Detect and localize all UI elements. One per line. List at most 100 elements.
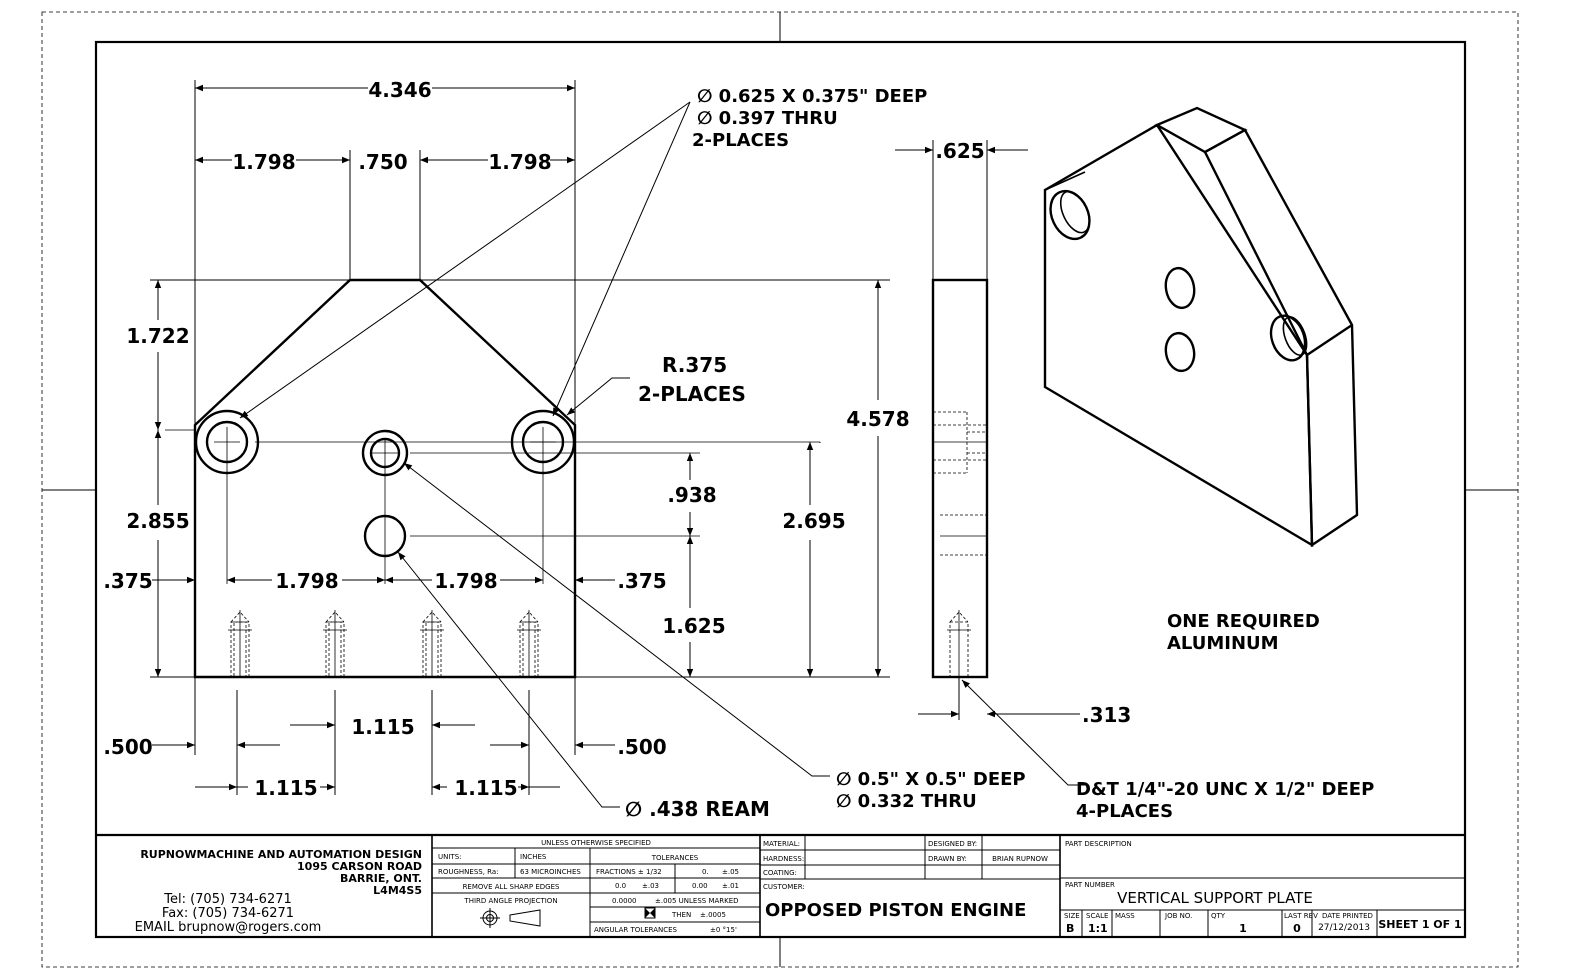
tol-000-val: ±.01 <box>722 882 739 890</box>
dim-tap-spacing-right: 1.115 <box>454 776 517 800</box>
note-tap-1: D&T 1/4"-20 UNC X 1/2" DEEP <box>1076 779 1374 800</box>
company-postal: L4M4S5 <box>373 884 422 897</box>
dim-vertical-gap: .938 <box>667 483 716 507</box>
company-address1: 1095 CARSON ROAD <box>297 860 422 873</box>
tol-0000-val: ±.005 UNLESS MARKED <box>655 897 739 905</box>
note-one-required: ONE REQUIRED <box>1167 611 1320 632</box>
extension-lines <box>150 80 890 795</box>
spec-roughness-label: ROUGHNESS, Ra: <box>438 868 499 876</box>
tol-0000: 0.0000 <box>612 897 637 905</box>
dim-chamfer-height: 1.722 <box>126 324 189 348</box>
tol-0: 0. <box>702 868 709 876</box>
customer-label: CUSTOMER: <box>763 883 805 891</box>
coating-label: COATING: <box>763 869 797 877</box>
tol-angular: ANGULAR TOLERANCES <box>594 926 678 934</box>
dim-overall-width: 4.346 <box>368 78 431 102</box>
iso-hole-2 <box>1164 266 1196 310</box>
company-tel: Tel: (705) 734-6271 <box>163 892 292 907</box>
hardness-label: HARDNESS: <box>763 855 804 863</box>
note-corner-holes-2: ∅ 0.397 THRU <box>697 108 838 129</box>
spec-units-value: INCHES <box>520 853 547 861</box>
note-radius-2: 2-PLACES <box>638 382 746 406</box>
note-corner-holes-3: 2-PLACES <box>692 130 789 151</box>
dimension-texts: 4.346 1.798 .750 1.798 1.722 4.578 2.855… <box>103 78 909 800</box>
dim-hole-height-left: 2.855 <box>126 509 189 533</box>
designed-by-label: DESIGNED BY: <box>928 840 977 848</box>
size-value: B <box>1066 922 1074 935</box>
projection-symbol-icon <box>480 908 541 928</box>
dim-edge-right: .375 <box>617 569 666 593</box>
general-note: ONE REQUIRED ALUMINUM <box>1167 611 1320 654</box>
front-view: 4.346 1.798 .750 1.798 1.722 4.578 2.855… <box>103 78 1025 821</box>
note-center-hole-2: ∅ 0.332 THRU <box>836 791 977 812</box>
drawing-frame <box>94 40 1467 939</box>
title-block: RUPNOWMACHINE AND AUTOMATION DESIGN 1095… <box>96 833 1465 937</box>
dim-tap-edge-right: .500 <box>617 735 666 759</box>
tol-000: 0.00 <box>692 882 708 890</box>
customer-value: OPPOSED PISTON ENGINE <box>765 900 1026 921</box>
dim-lower-hole-height: 1.625 <box>662 614 725 638</box>
dim-right-top: 1.798 <box>488 150 551 174</box>
dim-center-spacing-right: 1.798 <box>434 569 497 593</box>
note-tap-2: 4-PLACES <box>1076 801 1173 822</box>
date-label: DATE PRINTED <box>1322 912 1373 920</box>
note-center-hole-1: ∅ 0.5" X 0.5" DEEP <box>836 769 1026 790</box>
tol-0-val: ±.05 <box>722 868 739 876</box>
qty-value: 1 <box>1239 922 1247 935</box>
iso-hole-4 <box>1269 314 1307 362</box>
rev-label: LAST REV <box>1284 912 1318 920</box>
tol-angular-val: ±0 °15' <box>710 926 737 934</box>
spec-remove-edges: REMOVE ALL SHARP EDGES <box>463 883 560 891</box>
dim-tap-offset: .313 <box>1082 703 1131 727</box>
part-number-label: PART NUMBER <box>1065 881 1115 889</box>
dim-left-top: 1.798 <box>232 150 295 174</box>
scale-value: 1:1 <box>1088 922 1108 935</box>
front-view-notes: ∅ 0.625 X 0.375" DEEP ∅ 0.397 THRU 2-PLA… <box>625 86 1026 821</box>
company-email: EMAIL brupnow@rogers.com <box>135 920 322 935</box>
drawn-by-label: DRAWN BY: <box>928 855 967 863</box>
tapped-holes-front <box>228 610 541 678</box>
note-material: ALUMINUM <box>1167 633 1279 654</box>
spec-projection: THIRD ANGLE PROJECTION <box>463 897 557 905</box>
zone-marks <box>42 12 1518 967</box>
size-label: SIZE <box>1064 912 1080 920</box>
centerlines <box>165 427 820 584</box>
isometric-view <box>1043 106 1359 548</box>
side-outline <box>931 278 989 679</box>
part-description-label: PART DESCRIPTION <box>1065 840 1132 848</box>
dim-hole-height-right: 2.695 <box>782 509 845 533</box>
tol-00-val: ±.03 <box>642 882 659 890</box>
dimension-lines <box>152 84 882 791</box>
spec-units-label: UNITS: <box>438 853 462 861</box>
dim-side-thickness: .625 <box>935 139 984 163</box>
side-view: .625 .313 D&T 1/4"-20 UNC X 1/2" DEEP 4-… <box>895 139 1374 822</box>
dim-edge-left: .375 <box>103 569 152 593</box>
tol-then-val: ±.0005 <box>700 911 726 919</box>
date-value: 27/12/2013 <box>1318 923 1370 933</box>
company-address2: BARRIE, ONT. <box>340 872 422 885</box>
dim-overall-height: 4.578 <box>846 407 909 431</box>
dim-center-spacing-left: 1.798 <box>275 569 338 593</box>
side-hidden-lines <box>933 411 987 678</box>
material-label: MATERIAL: <box>763 840 800 848</box>
mass-label: MASS <box>1115 912 1135 920</box>
spec-header: UNLESS OTHERWISE SPECIFIED <box>541 839 651 847</box>
drawn-by-value: BRIAN RUPNOW <box>992 855 1048 863</box>
leader-lines <box>239 101 830 808</box>
iso-hole-3 <box>1164 331 1196 373</box>
sheet-count: SHEET 1 OF 1 <box>1378 918 1461 931</box>
qty-label: QTY <box>1211 912 1226 920</box>
dim-tap-edge-left: .500 <box>103 735 152 759</box>
rev-value: 0 <box>1293 922 1301 935</box>
spec-roughness-value: 63 MICROINCHES <box>520 868 581 876</box>
scale-label: SCALE <box>1086 912 1108 920</box>
note-radius-1: R.375 <box>662 353 727 377</box>
dim-tap-spacing-middle: 1.115 <box>351 715 414 739</box>
job-label: JOB NO. <box>1164 912 1192 920</box>
tolerances-header: TOLERANCES <box>651 854 699 862</box>
dim-tap-spacing-left: 1.115 <box>254 776 317 800</box>
part-number-value: VERTICAL SUPPORT PLATE <box>1117 889 1313 907</box>
note-corner-holes-1: ∅ 0.625 X 0.375" DEEP <box>697 86 927 107</box>
tol-00: 0.0 <box>615 882 626 890</box>
tol-fractions: FRACTIONS ± 1/32 <box>596 868 662 876</box>
